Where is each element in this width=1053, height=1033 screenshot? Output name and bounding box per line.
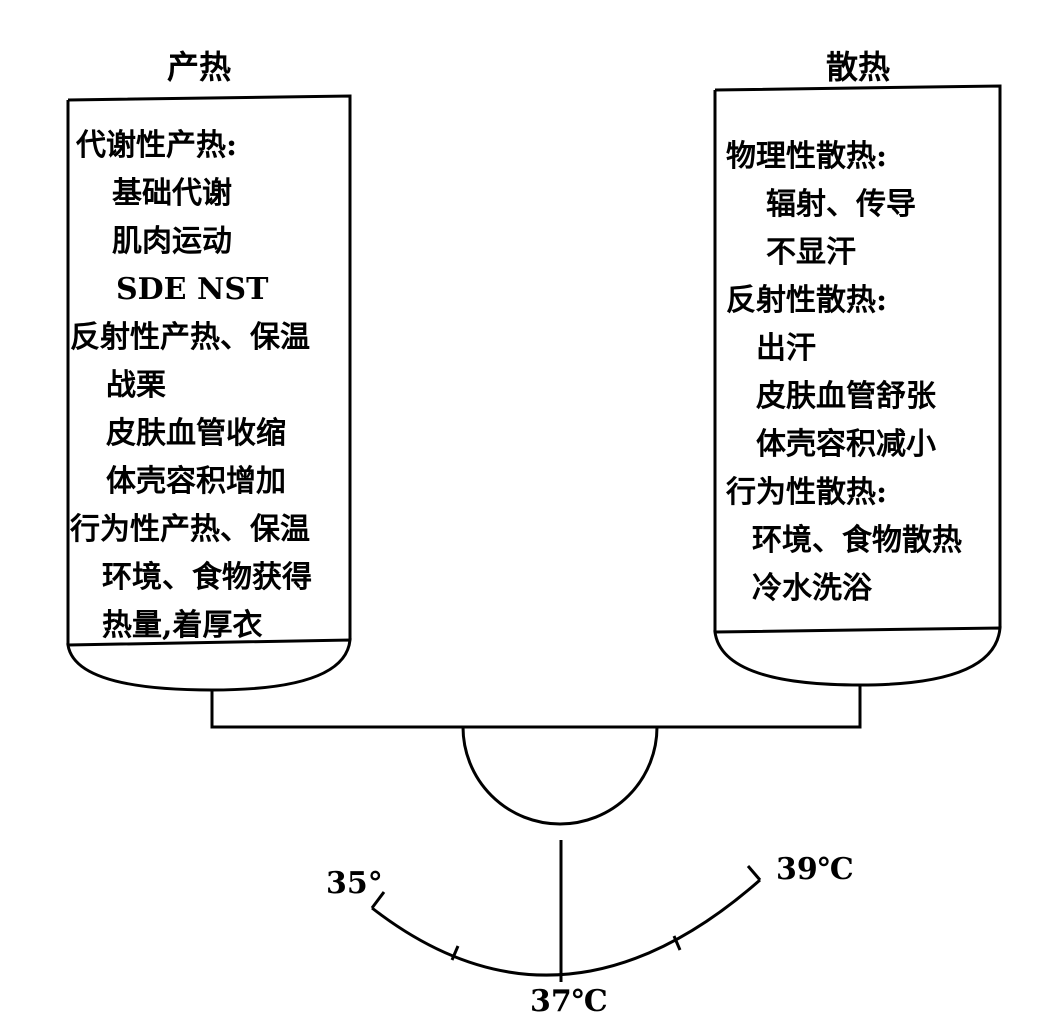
heat-dissipation-list: 物理性散热: 辐射、传导 不显汗 反射性散热: 出汗 皮肤血管舒张 体壳容积减小… [726, 133, 962, 613]
list-item: SDE NST [116, 272, 269, 307]
list-item: 皮肤血管舒张 [756, 379, 936, 414]
scale-label-37: 37℃ [530, 984, 608, 1019]
temperature-scale-arc [371, 878, 761, 977]
list-item: 战栗 [106, 368, 166, 403]
list-item: 体壳容积减小 [756, 427, 936, 462]
scale-tick-35 [370, 891, 386, 909]
list-item: 环境、食物散热 [752, 523, 962, 558]
list-item: 不显汗 [766, 235, 856, 270]
scale-label-35: 35° [326, 866, 383, 901]
list-item: 物理性散热: [726, 139, 888, 174]
list-item: 肌肉运动 [112, 224, 232, 259]
list-item: 冷水洗浴 [752, 571, 872, 606]
list-item: 皮肤血管收缩 [106, 416, 286, 451]
list-item: 行为性散热: [726, 475, 888, 510]
list-item: 代谢性产热: [76, 128, 238, 163]
scale-tick-38 [672, 935, 682, 951]
list-item: 辐射、传导 [766, 187, 916, 222]
heat-dissipation-title: 散热 [826, 48, 891, 86]
scale-tick-36 [450, 945, 460, 961]
scale-tick-39 [746, 865, 762, 881]
list-item: 反射性散热: [726, 283, 888, 318]
scale-ticks [370, 865, 762, 982]
heat-production-list: 代谢性产热: 基础代谢 肌肉运动 SDE NST 反射性产热、保温 战栗 皮肤血… [70, 122, 312, 650]
list-item: 热量,着厚衣 [102, 608, 263, 643]
balance-beam [210, 685, 862, 729]
heat-production-title: 产热 [167, 48, 232, 86]
scale-label-39: 39℃ [776, 852, 854, 887]
list-item: 行为性产热、保温 [70, 512, 310, 547]
balance-pivot [461, 726, 659, 826]
list-item: 体壳容积增加 [106, 464, 286, 499]
list-item: 反射性产热、保温 [70, 320, 310, 355]
list-item: 出汗 [756, 331, 816, 366]
list-item: 基础代谢 [112, 176, 232, 211]
list-item: 环境、食物获得 [102, 560, 312, 595]
